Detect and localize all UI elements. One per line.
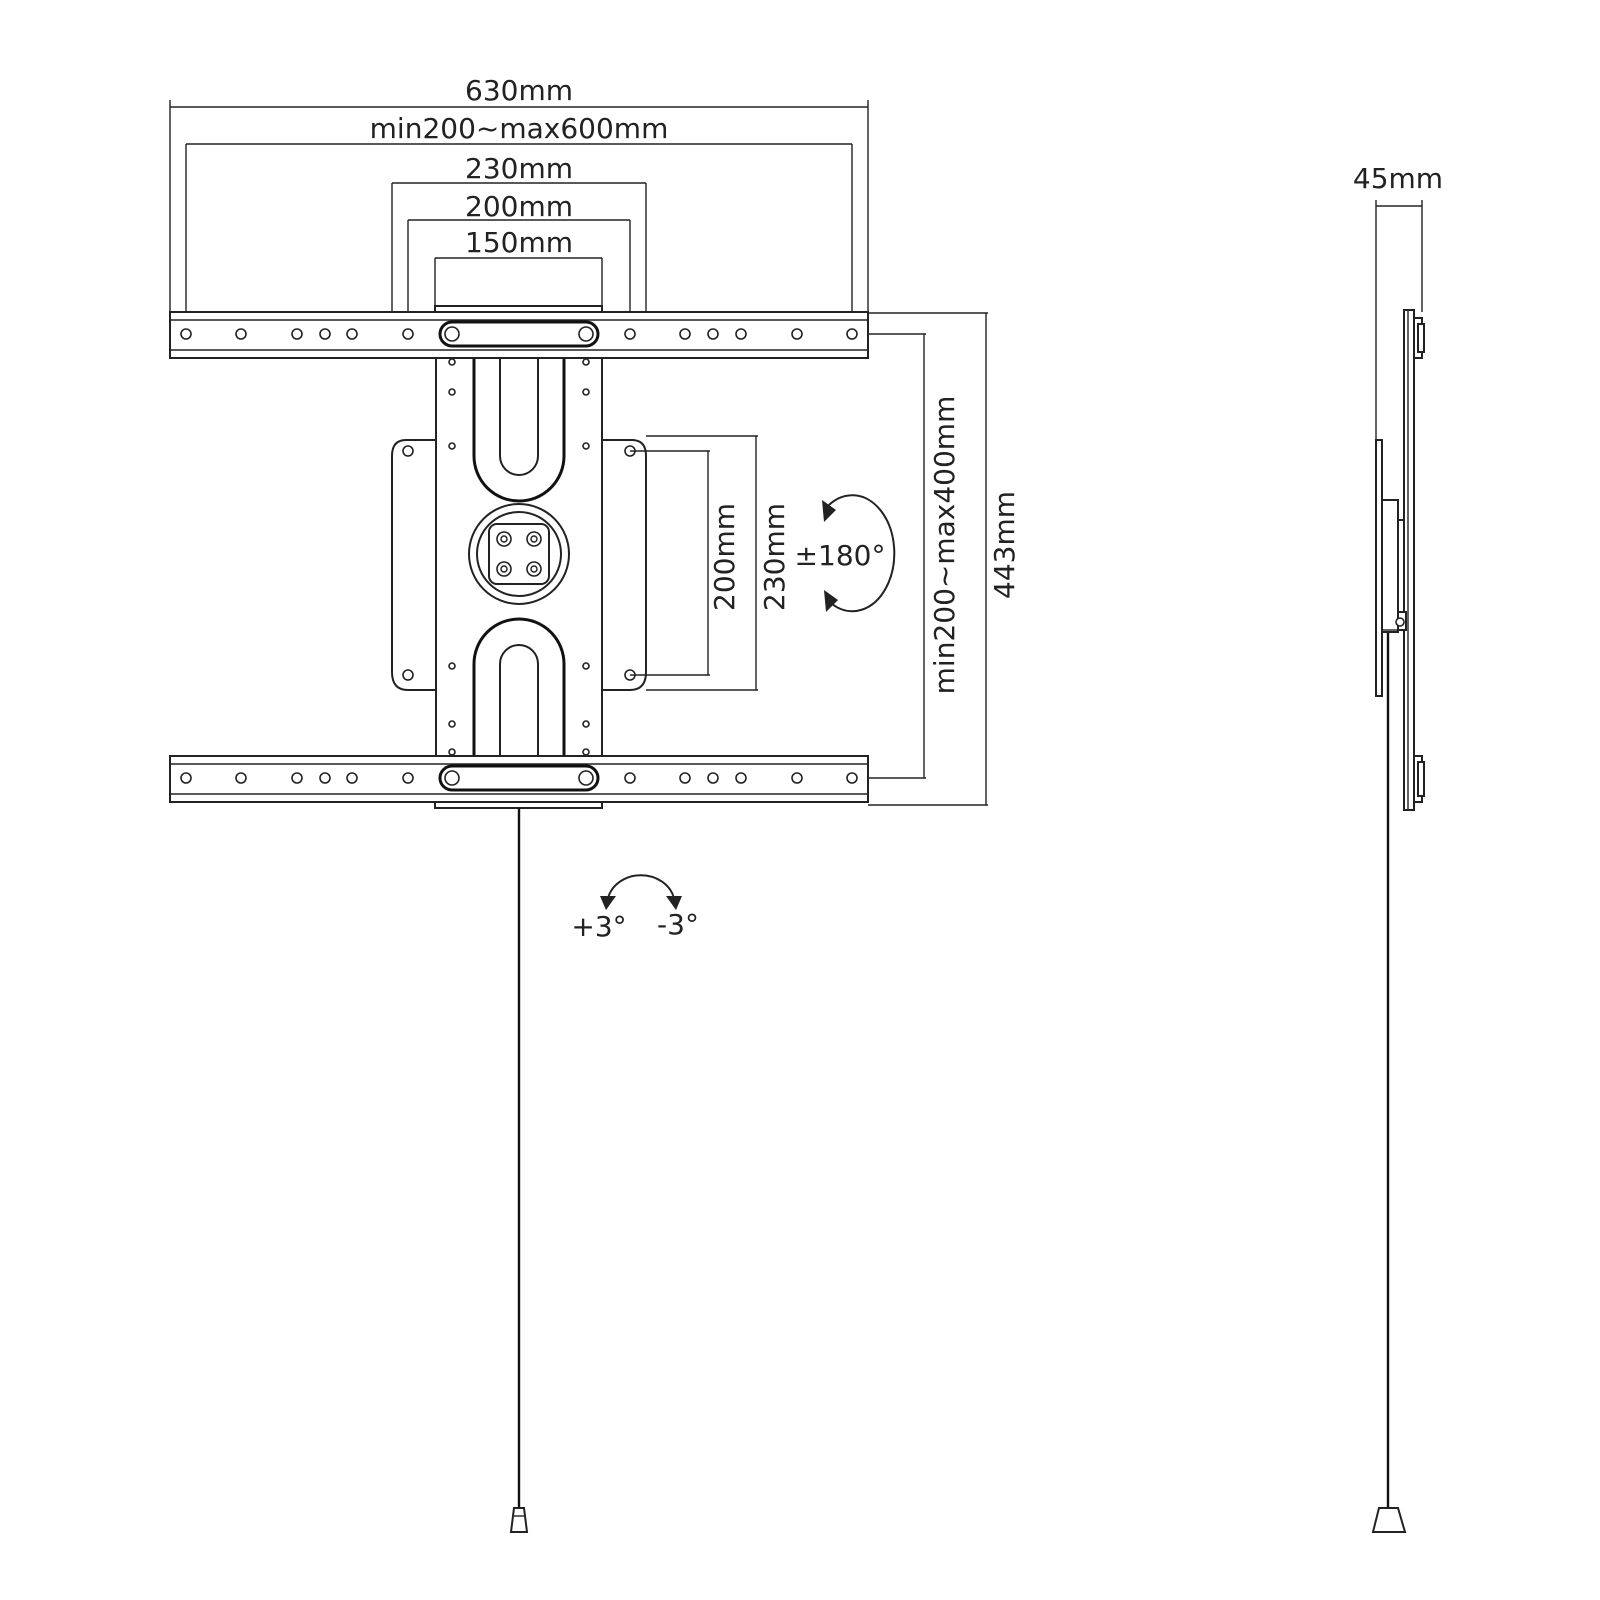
label-443mm: 443mm xyxy=(988,491,1021,599)
label-tilt-plus: +3° xyxy=(571,910,626,943)
front-pole xyxy=(509,808,529,1533)
side-view: 45mm xyxy=(1353,162,1443,1533)
right-dimensions: 200mm 230mm min200~max400mm 443mm xyxy=(630,312,1021,806)
label-horizontal-range: min200~max600mm xyxy=(370,112,669,145)
top-rail xyxy=(169,305,869,359)
label-230mm-horizontal: 230mm xyxy=(465,152,573,185)
tilt-arrow-icon: +3° -3° xyxy=(571,874,699,943)
label-630mm: 630mm xyxy=(465,74,573,107)
label-rotation: ±180° xyxy=(795,539,886,572)
label-200mm-vertical: 200mm xyxy=(708,503,741,611)
bottom-rail xyxy=(169,755,869,809)
label-200mm-horizontal: 200mm xyxy=(465,190,573,223)
central-plate xyxy=(435,349,603,761)
top-dimensions: 630mm min200~max600mm 230mm 200mm 150mm xyxy=(169,74,869,334)
label-45mm: 45mm xyxy=(1353,162,1443,195)
bottom-rail-holes xyxy=(180,772,858,784)
rotation-hub xyxy=(468,503,570,605)
label-230mm-vertical: 230mm xyxy=(758,503,791,611)
label-tilt-minus: -3° xyxy=(657,908,699,941)
label-vertical-range: min200~max400mm xyxy=(928,396,961,695)
label-150mm-horizontal: 150mm xyxy=(465,226,573,259)
rotation-arrow-icon: ±180° xyxy=(795,494,896,613)
top-rail-holes xyxy=(180,328,858,340)
